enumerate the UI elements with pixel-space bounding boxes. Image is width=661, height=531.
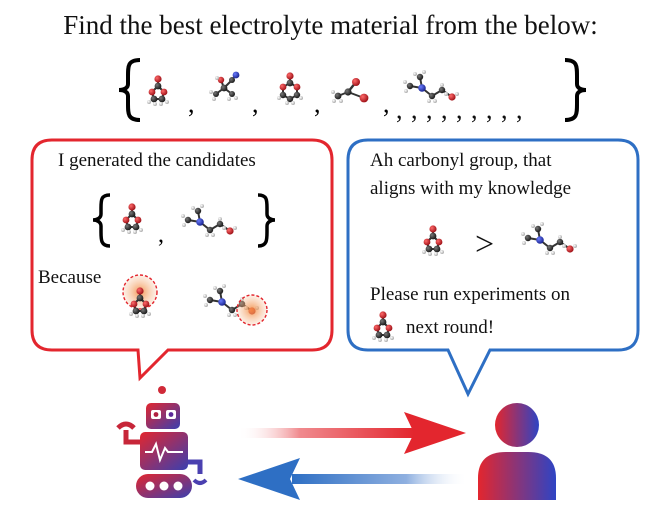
page-title: Find the best electrolyte material from …	[63, 10, 598, 40]
comparison-symbol: >	[475, 226, 495, 263]
svg-text:,: ,	[252, 89, 259, 118]
left-brace-small	[92, 193, 111, 248]
left-speech-bubble	[30, 138, 334, 382]
molecule-icon	[329, 76, 370, 105]
robot-icon	[116, 386, 208, 498]
right-brace	[564, 58, 587, 122]
right-bubble-line1: Ah carbonyl group, that	[370, 150, 552, 171]
right-bubble-line2: aligns with my knowledge	[370, 178, 572, 199]
molecule-icon	[146, 74, 170, 107]
right-speech-bubble	[346, 138, 640, 398]
blue-arrow	[238, 458, 468, 500]
left-brace	[118, 58, 141, 122]
molecule-icon	[276, 71, 304, 106]
person-icon	[478, 403, 556, 500]
right-brace-small	[257, 193, 276, 248]
left-candidates: ,	[92, 193, 276, 248]
list-continuation: , , , , , , , , ,	[396, 95, 524, 124]
left-bubble-line1: I generated the candidates	[58, 150, 256, 171]
candidate-list: , , , ,	[118, 58, 587, 122]
right-bubble-line3: Please run experiments on	[370, 284, 570, 305]
highlighted-amine	[202, 283, 268, 326]
svg-text:,: ,	[314, 89, 321, 118]
svg-text:,: ,	[188, 89, 195, 118]
molecule-icon	[208, 70, 241, 102]
highlighted-ec	[122, 274, 158, 319]
red-arrow	[238, 412, 466, 454]
svg-text:,: ,	[383, 89, 390, 118]
svg-text:,: ,	[158, 222, 164, 248]
left-bubble-because: Because	[38, 267, 102, 288]
right-bubble-line4: next round!	[406, 317, 495, 338]
